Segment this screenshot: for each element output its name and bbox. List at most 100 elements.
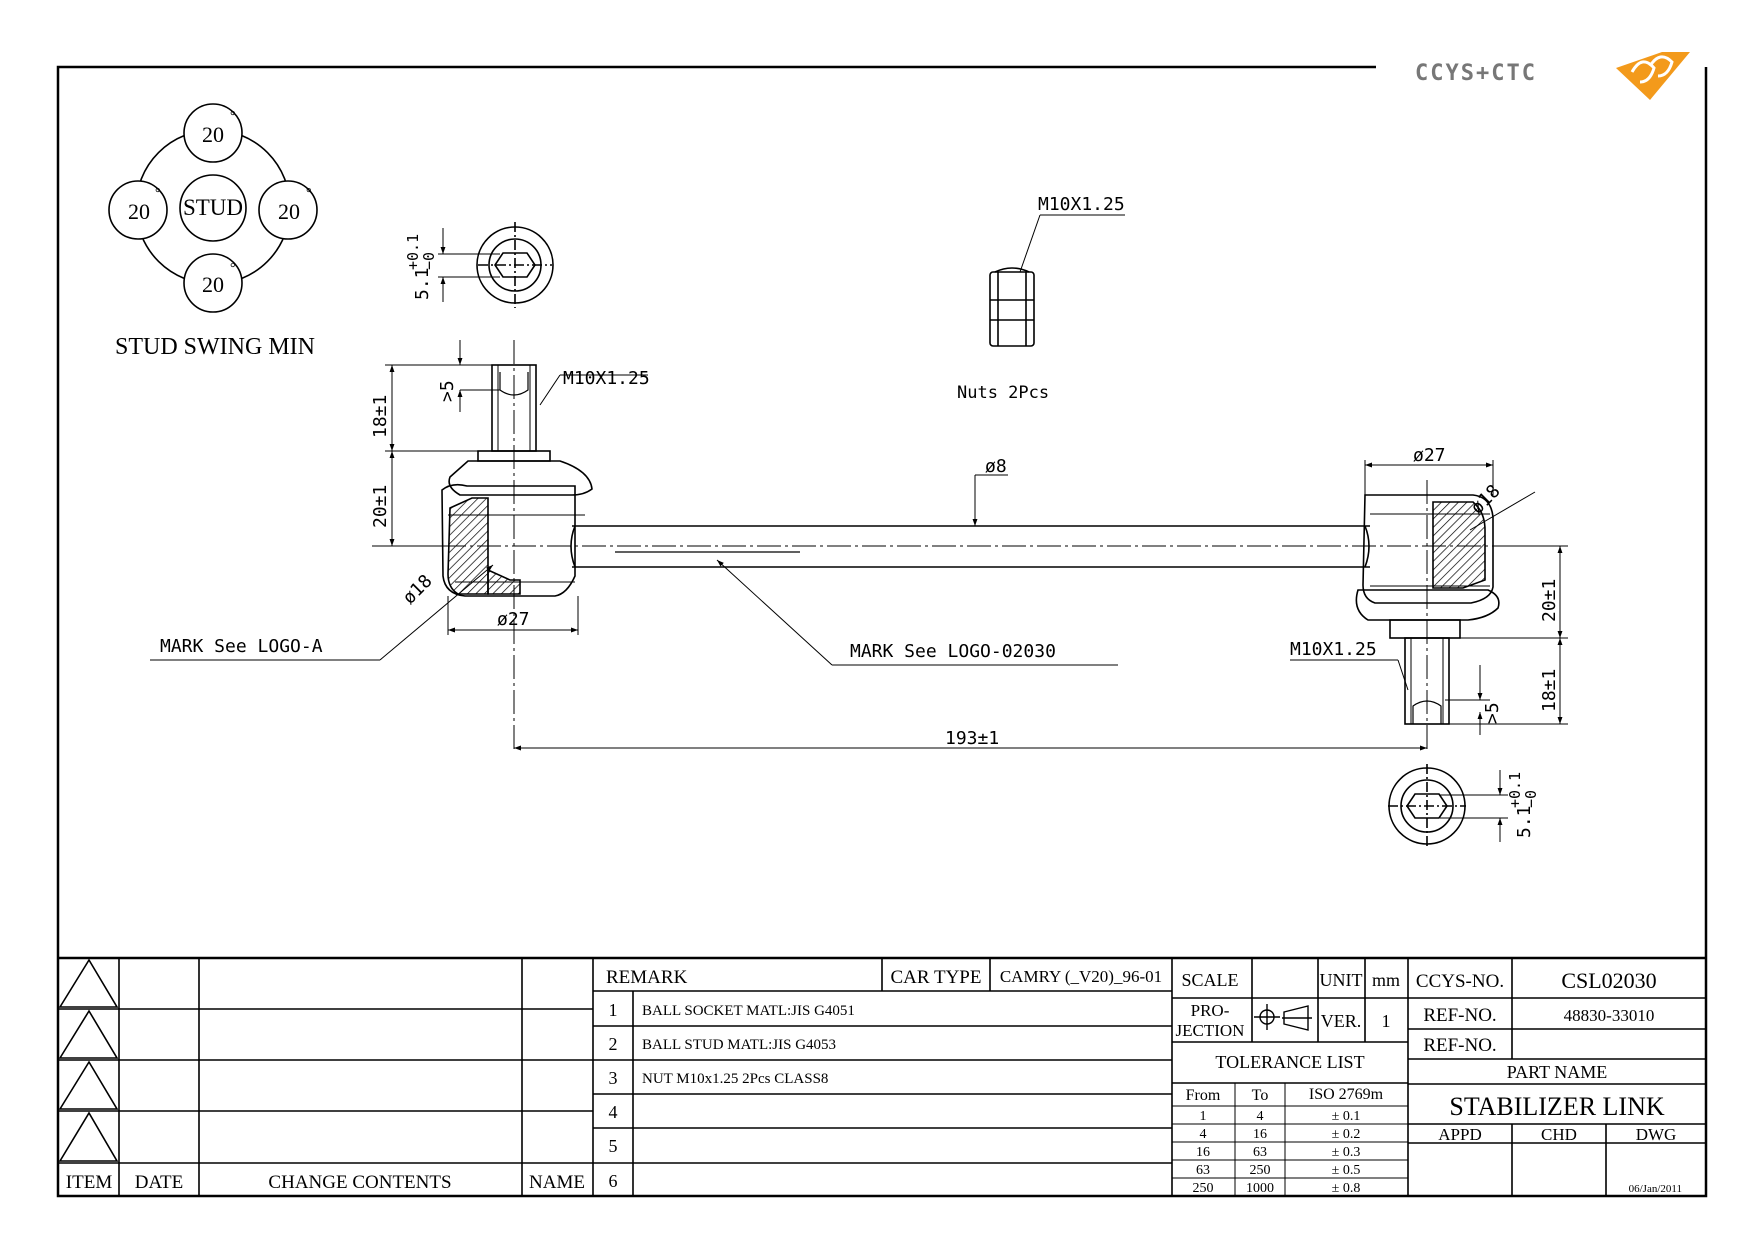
part-name-value: STABILIZER LINK bbox=[1449, 1092, 1664, 1121]
change-name-header: NAME bbox=[529, 1172, 585, 1193]
remark-text-1: BALL SOCKET MATL:JIS G4051 bbox=[642, 1003, 855, 1019]
ref-no2-label: REF-NO. bbox=[1423, 1035, 1496, 1056]
mark-logo-a: MARK See LOGO-A bbox=[160, 636, 323, 657]
remark-text-2: BALL STUD MATL:JIS G4053 bbox=[642, 1037, 836, 1053]
ver-label: VER. bbox=[1321, 1011, 1362, 1031]
unit-value: mm bbox=[1372, 970, 1400, 990]
ref-no-label: REF-NO. bbox=[1423, 1005, 1496, 1026]
remark-text-3: NUT M10x1.25 2Pcs CLASS8 bbox=[642, 1071, 828, 1087]
change-contents-header: CHANGE CONTENTS bbox=[268, 1172, 451, 1193]
right-housing-diameter: ø27 bbox=[1413, 445, 1446, 466]
left-18-dim: 18±1 bbox=[370, 395, 391, 438]
right-thread-label: M10X1.25 bbox=[1290, 639, 1377, 660]
left-thread-label: M10X1.25 bbox=[563, 368, 650, 389]
tol-row1-val: ± 0.1 bbox=[1332, 1109, 1361, 1124]
tol-row2-to: 16 bbox=[1253, 1127, 1267, 1142]
ver-value: 1 bbox=[1382, 1011, 1391, 1031]
left-ball-diameter: ø18 bbox=[399, 571, 437, 609]
degree-mark-right: ° bbox=[306, 186, 312, 201]
car-type-value: CAMRY (_V20)_96-01 bbox=[1000, 967, 1162, 986]
left-gt5-dim: >5 bbox=[437, 380, 458, 402]
rod-diameter-label: ø8 bbox=[985, 456, 1007, 477]
nut-view bbox=[989, 214, 1125, 347]
hex-bottom-tol-minus: −0 bbox=[1522, 790, 1540, 808]
centerlines bbox=[372, 340, 1560, 752]
hex-top-dim: 5.1 bbox=[412, 267, 433, 300]
logo-mark-icon bbox=[1616, 52, 1690, 100]
tol-row5-from: 250 bbox=[1193, 1181, 1214, 1196]
swing-angle-right: 20 bbox=[278, 199, 300, 224]
tol-header-from: From bbox=[1186, 1087, 1221, 1104]
drawing-date: 06/Jan/2011 bbox=[1629, 1183, 1682, 1195]
degree-mark-bottom: ° bbox=[230, 261, 236, 276]
tol-row5-val: ± 0.8 bbox=[1332, 1181, 1361, 1196]
left-20-dim: 20±1 bbox=[370, 485, 391, 528]
company-logo: CCYS+CTC bbox=[1415, 52, 1690, 100]
change-item-header: ITEM bbox=[66, 1172, 113, 1193]
tolerance-title: TOLERANCE LIST bbox=[1215, 1052, 1364, 1072]
nuts-quantity-label: Nuts 2Pcs bbox=[957, 383, 1049, 403]
remark-no-3: 3 bbox=[609, 1068, 618, 1088]
tol-header-iso: ISO 2769m bbox=[1309, 1086, 1384, 1103]
hex-bottom-dim: 5.1 bbox=[1514, 805, 1535, 838]
length-dimension: 193±1 bbox=[945, 728, 999, 749]
tol-row4-to: 250 bbox=[1250, 1163, 1271, 1178]
scale-label: SCALE bbox=[1181, 970, 1238, 990]
right-dimensions bbox=[1290, 460, 1568, 735]
projection-line1: PRO- bbox=[1191, 1001, 1230, 1020]
chd-label: CHD bbox=[1541, 1125, 1577, 1144]
tol-row3-from: 16 bbox=[1196, 1145, 1210, 1160]
remark-no-4: 4 bbox=[609, 1102, 618, 1122]
stud-swing-diagram bbox=[108, 103, 318, 313]
remark-no-6: 6 bbox=[609, 1171, 618, 1191]
unit-label: UNIT bbox=[1320, 970, 1363, 990]
appd-label: APPD bbox=[1438, 1125, 1481, 1144]
title-block-grid bbox=[58, 956, 1706, 1196]
left-housing bbox=[441, 483, 585, 597]
tol-row5-to: 1000 bbox=[1246, 1181, 1274, 1196]
hex-top-tol-plus: +0.1 bbox=[404, 234, 422, 270]
remark-no-5: 5 bbox=[609, 1136, 618, 1156]
hex-bottom-tol-plus: +0.1 bbox=[1506, 772, 1524, 808]
right-gt5-dim: >5 bbox=[1482, 702, 1503, 724]
tol-row2-val: ± 0.2 bbox=[1332, 1127, 1361, 1142]
right-ball-stud bbox=[1355, 589, 1500, 725]
ccys-no-label: CCYS-NO. bbox=[1416, 971, 1504, 992]
tol-row2-from: 4 bbox=[1200, 1127, 1207, 1142]
projection-line2: JECTION bbox=[1176, 1021, 1245, 1040]
swing-angle-bottom: 20 bbox=[202, 272, 224, 297]
degree-mark-top: ° bbox=[230, 109, 236, 124]
rod-dimensions bbox=[514, 474, 1427, 751]
change-date-header: DATE bbox=[135, 1172, 184, 1193]
tol-row1-to: 4 bbox=[1257, 1109, 1264, 1124]
tol-header-to: To bbox=[1252, 1087, 1269, 1104]
right-18-dim: 18±1 bbox=[1539, 669, 1560, 712]
right-housing bbox=[1362, 494, 1494, 604]
part-name-label: PART NAME bbox=[1507, 1062, 1607, 1082]
mark-logo-02030: MARK See LOGO-02030 bbox=[850, 641, 1056, 662]
swing-caption: STUD SWING MIN bbox=[115, 334, 315, 360]
tol-row3-to: 63 bbox=[1253, 1145, 1267, 1160]
top-hex-end-view bbox=[438, 222, 554, 308]
remark-no-1: 1 bbox=[609, 1000, 618, 1020]
left-housing-diameter: ø27 bbox=[497, 609, 530, 630]
hex-top-tol-minus: −0 bbox=[420, 252, 438, 270]
remark-title: REMARK bbox=[606, 967, 688, 988]
logo-text: CCYS+CTC bbox=[1415, 61, 1537, 86]
bottom-hex-end-view bbox=[1388, 764, 1508, 848]
degree-mark-left: ° bbox=[155, 186, 161, 201]
nut-thread-label: M10X1.25 bbox=[1038, 194, 1125, 215]
ccys-no-value: CSL02030 bbox=[1561, 968, 1656, 993]
stabilizer-rod bbox=[570, 525, 1370, 568]
swing-angle-left: 20 bbox=[128, 199, 150, 224]
dwg-label: DWG bbox=[1636, 1125, 1677, 1144]
right-20-dim: 20±1 bbox=[1539, 579, 1560, 622]
remark-no-2: 2 bbox=[609, 1034, 618, 1054]
sheet-border bbox=[56, 65, 1708, 1198]
car-type-label: CAR TYPE bbox=[891, 967, 982, 988]
ref-no-value: 48830-33010 bbox=[1564, 1006, 1655, 1025]
swing-angle-top: 20 bbox=[202, 122, 224, 147]
swing-center-label: STUD bbox=[183, 195, 243, 220]
left-dimensions bbox=[150, 340, 648, 661]
